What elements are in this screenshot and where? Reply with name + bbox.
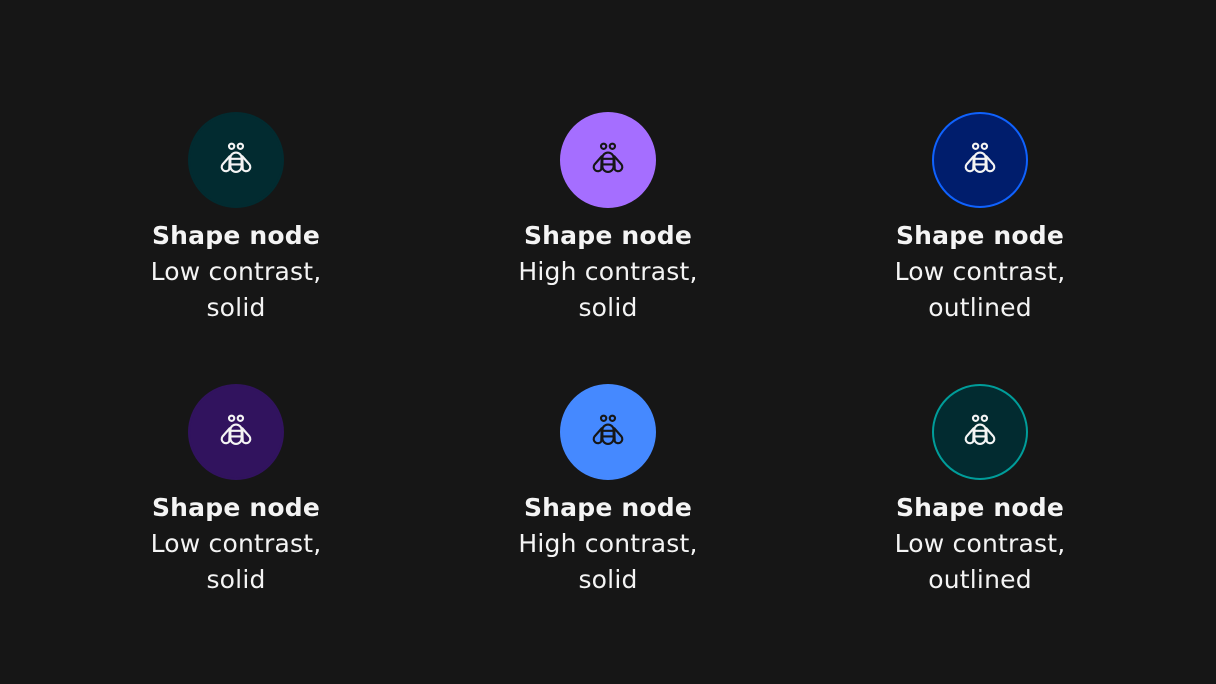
node-description-line-2: solid bbox=[578, 293, 638, 322]
node-description-line-2: solid bbox=[578, 565, 638, 594]
bee-icon bbox=[588, 412, 628, 452]
node-title: Shape node bbox=[895, 493, 1065, 522]
shape-node-3[interactable]: Shape node Low contrast, outlined bbox=[860, 112, 1100, 326]
bee-icon bbox=[216, 140, 256, 180]
node-circle[interactable] bbox=[932, 112, 1028, 208]
node-circle[interactable] bbox=[188, 384, 284, 480]
node-circle[interactable] bbox=[560, 384, 656, 480]
node-circle[interactable] bbox=[932, 384, 1028, 480]
node-description-line-1: High contrast, bbox=[518, 529, 698, 558]
bee-icon bbox=[216, 412, 256, 452]
node-description-line-1: Low contrast, bbox=[894, 529, 1066, 558]
node-description-line-2: outlined bbox=[928, 565, 1032, 594]
node-description-line-2: outlined bbox=[928, 293, 1032, 322]
node-description: Low contrast, solid bbox=[116, 526, 356, 598]
node-description: Low contrast, solid bbox=[116, 254, 356, 326]
node-description-line-1: Low contrast, bbox=[150, 529, 322, 558]
node-description: Low contrast, outlined bbox=[860, 526, 1100, 598]
node-description: Low contrast, outlined bbox=[860, 254, 1100, 326]
node-title: Shape node bbox=[151, 493, 321, 522]
node-description: High contrast, solid bbox=[488, 526, 728, 598]
node-circle[interactable] bbox=[560, 112, 656, 208]
node-description-line-1: Low contrast, bbox=[150, 257, 322, 286]
node-description-line-2: solid bbox=[206, 293, 266, 322]
bee-icon bbox=[960, 140, 1000, 180]
node-title: Shape node bbox=[895, 221, 1065, 250]
shape-node-6[interactable]: Shape node Low contrast, outlined bbox=[860, 384, 1100, 598]
node-title: Shape node bbox=[523, 221, 693, 250]
node-description-line-1: Low contrast, bbox=[894, 257, 1066, 286]
shape-node-5[interactable]: Shape node High contrast, solid bbox=[488, 384, 728, 598]
node-description-line-1: High contrast, bbox=[518, 257, 698, 286]
node-circle[interactable] bbox=[188, 112, 284, 208]
node-description: High contrast, solid bbox=[488, 254, 728, 326]
shape-node-1[interactable]: Shape node Low contrast, solid bbox=[116, 112, 356, 326]
node-title: Shape node bbox=[151, 221, 321, 250]
node-description-line-2: solid bbox=[206, 565, 266, 594]
bee-icon bbox=[960, 412, 1000, 452]
shape-node-2[interactable]: Shape node High contrast, solid bbox=[488, 112, 728, 326]
node-title: Shape node bbox=[523, 493, 693, 522]
shape-node-4[interactable]: Shape node Low contrast, solid bbox=[116, 384, 356, 598]
bee-icon bbox=[588, 140, 628, 180]
